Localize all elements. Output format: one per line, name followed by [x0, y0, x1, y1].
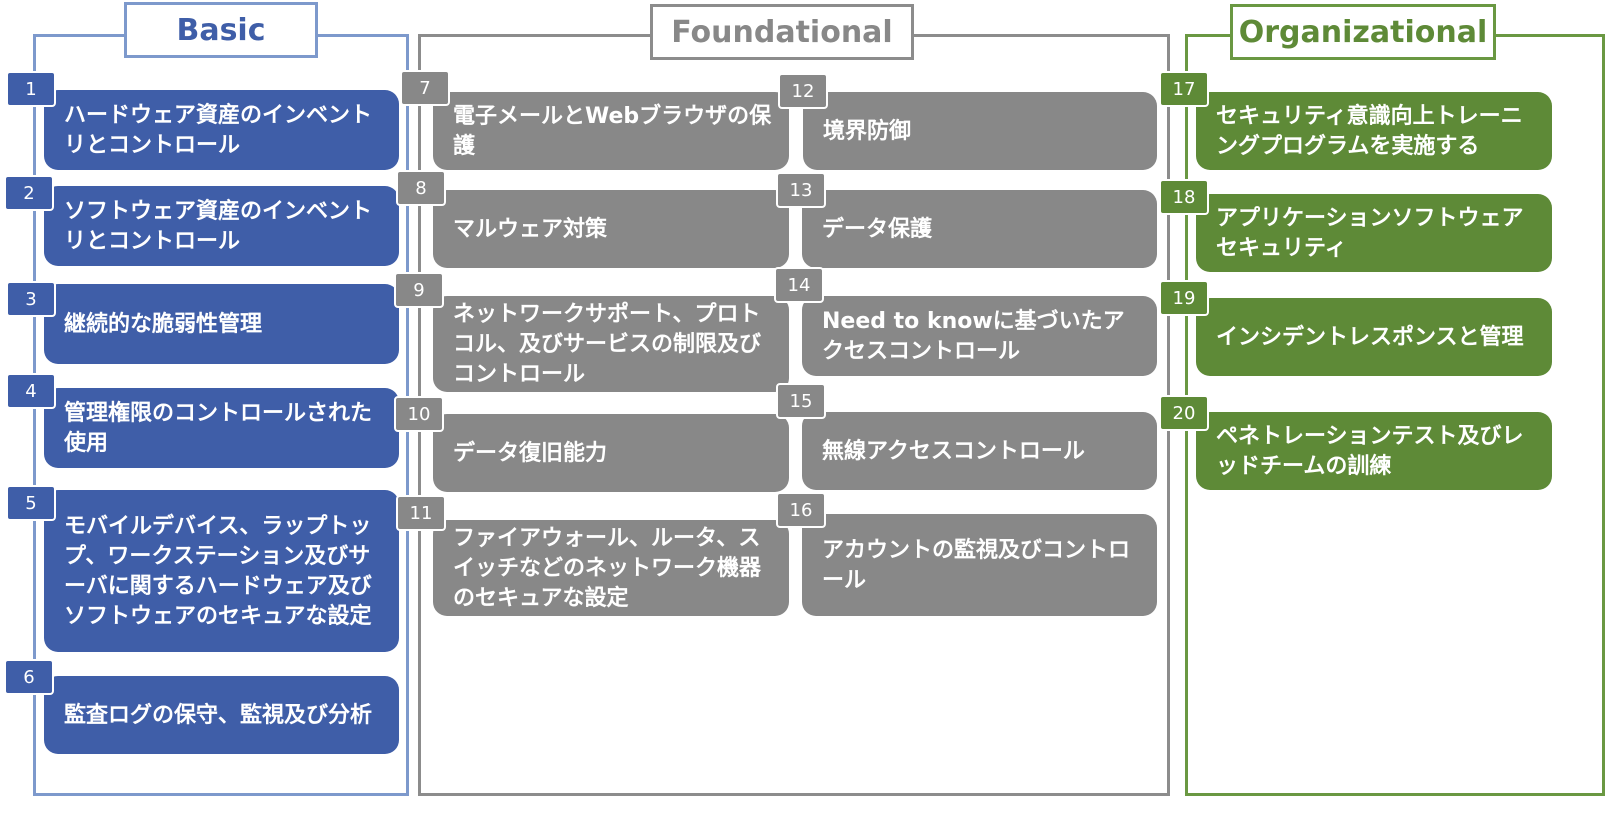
control-label: アカウントの監視及びコントロール: [822, 538, 1131, 593]
control-card-15: 無線アクセスコントロール: [802, 412, 1157, 490]
control-number-badge: 20: [1159, 395, 1209, 431]
control-label: 電子メールとWebブラウザの保護: [453, 104, 772, 159]
control-label: Need to knowに基づいたアクセスコントロール: [822, 309, 1125, 364]
control-card-10: データ復旧能力: [433, 414, 789, 492]
organizational-group-title: Organizational: [1230, 4, 1496, 60]
control-card-2: ソフトウェア資産のインベントリとコントロール: [44, 186, 399, 266]
control-card-9: ネットワークサポート、プロトコル、及びサービスの制限及びコントロール: [433, 296, 789, 392]
control-label: ペネトレーションテスト及びレッドチームの訓練: [1216, 424, 1524, 479]
control-label: 境界防御: [823, 119, 912, 144]
control-card-3: 継続的な脆弱性管理: [44, 284, 399, 364]
control-card-4: 管理権限のコントロールされた使用: [44, 388, 399, 468]
control-number-badge: 12: [778, 73, 828, 109]
control-card-7: 電子メールとWebブラウザの保護: [433, 92, 789, 170]
control-number-badge: 16: [776, 492, 826, 528]
control-number-badge: 17: [1159, 71, 1209, 107]
control-label: 管理権限のコントロールされた使用: [64, 401, 373, 456]
control-card-20: ペネトレーションテスト及びレッドチームの訓練: [1196, 412, 1552, 490]
control-card-6: 監査ログの保守、監視及び分析: [44, 676, 399, 754]
control-label: 無線アクセスコントロール: [822, 439, 1085, 464]
control-number-badge: 10: [394, 396, 444, 432]
control-number-badge: 14: [774, 267, 824, 303]
control-number-badge: 15: [776, 383, 826, 419]
control-label: ネットワークサポート、プロトコル、及びサービスの制限及びコントロール: [453, 302, 762, 387]
foundational-group-title: Foundational: [650, 4, 914, 60]
control-label: ハードウェア資産のインベントリとコントロール: [64, 103, 373, 158]
control-card-12: 境界防御: [803, 92, 1157, 170]
control-number-badge: 4: [6, 373, 56, 409]
control-label: セキュリティ意識向上トレーニングプログラムを実施する: [1216, 104, 1523, 159]
control-number-badge: 18: [1159, 179, 1209, 215]
control-label: ファイアウォール、ルータ、スイッチなどのネットワーク機器のセキュアな設定: [453, 526, 762, 611]
control-card-14: Need to knowに基づいたアクセスコントロール: [802, 296, 1157, 376]
control-card-1: ハードウェア資産のインベントリとコントロール: [44, 90, 399, 170]
control-number-badge: 19: [1159, 280, 1209, 316]
control-card-8: マルウェア対策: [433, 190, 789, 268]
control-label: データ保護: [822, 217, 933, 242]
control-card-13: データ保護: [802, 190, 1157, 268]
control-label: 継続的な脆弱性管理: [64, 312, 263, 337]
control-number-badge: 3: [6, 281, 56, 317]
control-card-18: アプリケーションソフトウェアセキュリティ: [1196, 194, 1552, 272]
control-label: マルウェア対策: [453, 217, 608, 242]
control-label: データ復旧能力: [453, 441, 608, 466]
control-label: モバイルデバイス、ラップトップ、ワークステーション及びサーバに関するハードウェア…: [64, 514, 372, 629]
control-number-badge: 2: [4, 175, 54, 211]
control-card-16: アカウントの監視及びコントロール: [802, 514, 1157, 616]
control-number-badge: 5: [6, 485, 56, 521]
basic-group-title: Basic: [124, 2, 318, 58]
control-number-badge: 11: [396, 495, 446, 531]
control-label: アプリケーションソフトウェアセキュリティ: [1216, 206, 1524, 261]
control-label: ソフトウェア資産のインベントリとコントロール: [64, 199, 373, 254]
control-number-badge: 9: [394, 272, 444, 308]
control-card-11: ファイアウォール、ルータ、スイッチなどのネットワーク機器のセキュアな設定: [433, 520, 789, 616]
control-label: インシデントレスポンスと管理: [1216, 325, 1524, 350]
control-number-badge: 13: [776, 172, 826, 208]
control-card-5: モバイルデバイス、ラップトップ、ワークステーション及びサーバに関するハードウェア…: [44, 490, 399, 652]
control-card-17: セキュリティ意識向上トレーニングプログラムを実施する: [1196, 92, 1552, 170]
control-number-badge: 8: [396, 170, 446, 206]
control-number-badge: 7: [400, 70, 450, 106]
control-label: 監査ログの保守、監視及び分析: [64, 703, 373, 728]
control-card-19: インシデントレスポンスと管理: [1196, 298, 1552, 376]
control-number-badge: 6: [4, 659, 54, 695]
control-number-badge: 1: [6, 71, 56, 107]
